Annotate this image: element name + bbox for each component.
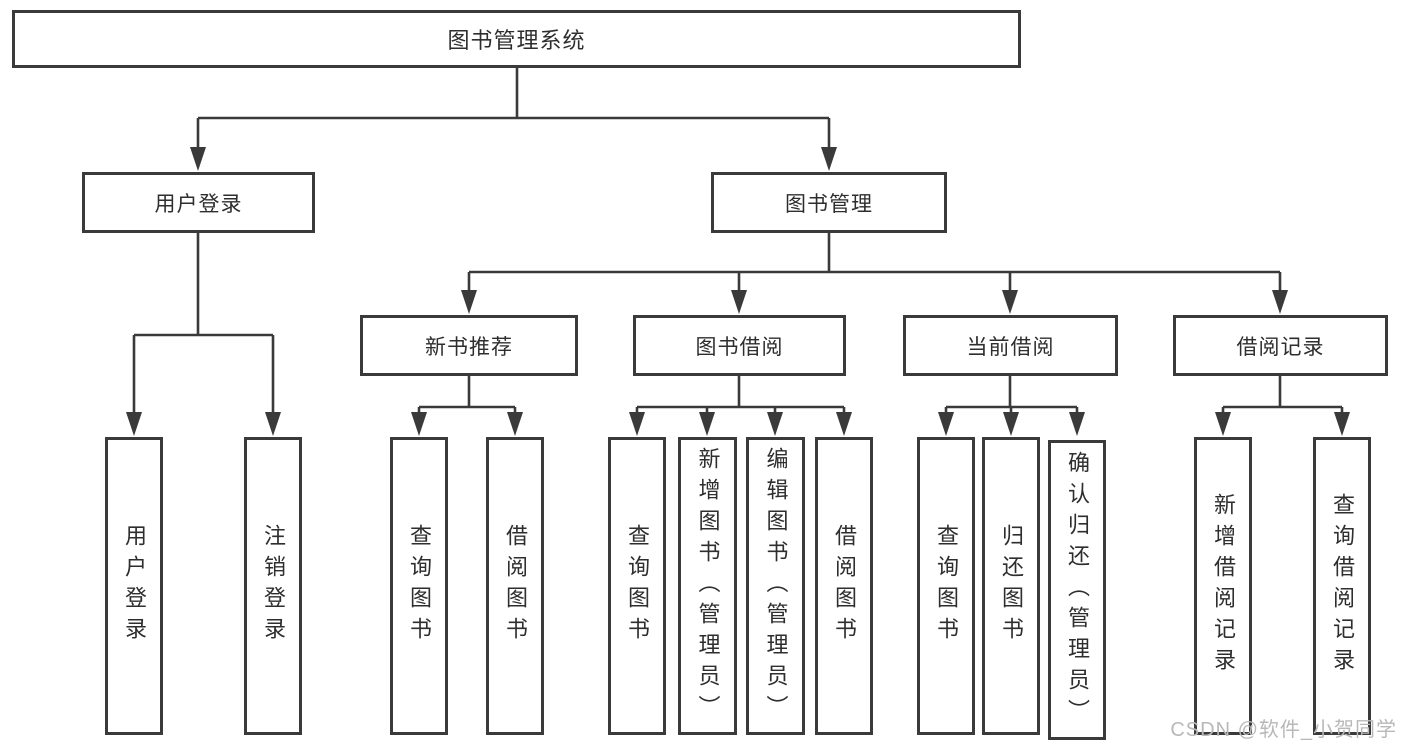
leaf-newbook-borrow-label: 借阅图书 [503,524,528,648]
arrowhead-borrow-record [1272,290,1288,314]
connector-book-borrow-children [635,375,846,417]
arrowhead-nb-borrow [507,412,523,436]
leaf-borrowrecord-add: 新增借阅记录 [1194,437,1252,735]
arrowhead-nb-query [411,412,427,436]
node-current-borrow-label: 当前借阅 [966,335,1055,359]
node-current-borrow: 当前借阅 [903,315,1118,376]
leaf-bookborrow-edit: 编辑图书（管理员） [746,437,805,735]
leaf-user-login: 用户登录 [105,437,163,735]
arrowhead-br-query [1334,412,1350,436]
arrowhead-current-borrow [1002,290,1018,314]
arrowhead-br-add [1215,412,1231,436]
leaf-newbook-borrow: 借阅图书 [486,437,544,735]
leaf-borrowrecord-query: 查询借阅记录 [1313,437,1371,735]
leaf-logout-label: 注销登录 [261,524,286,648]
node-borrow-record: 借阅记录 [1173,315,1388,376]
arrowhead-bb-edit [767,412,783,436]
node-new-book-label: 新书推荐 [425,335,513,359]
leaf-bookborrow-edit-label: 编辑图书（管理员） [763,446,789,726]
node-book-mgmt: 图书管理 [711,172,947,233]
csdn-watermark: CSDN @软件_小贺同学 [1170,719,1397,741]
node-user-login: 用户登录 [82,172,315,233]
arrowhead-leaf-logout [265,412,281,436]
arrowhead-bb-query [629,412,645,436]
node-new-book: 新书推荐 [360,315,578,376]
arrowhead-bb-borrow [836,412,852,436]
leaf-bookborrow-borrow-label: 借阅图书 [832,524,857,648]
connector-borrow-record-children [1221,375,1344,417]
arrowhead-user-login [190,147,206,171]
connector-user-login-children [132,232,275,417]
leaf-currentborrow-return: 归还图书 [982,437,1040,735]
leaf-currentborrow-confirm: 确认归还（管理员） [1048,440,1106,740]
leaf-currentborrow-confirm-label: 确认归还（管理员） [1065,450,1090,730]
connector-current-borrow-children [944,375,1079,417]
arrowhead-book-borrow [731,290,747,314]
leaf-newbook-query: 查询图书 [390,437,448,735]
arrowhead-cb-confirm [1069,412,1085,436]
node-root-library-system: 图书管理系统 [12,10,1021,68]
leaf-newbook-query-label: 查询图书 [407,524,432,648]
leaf-currentborrow-query: 查询图书 [917,437,975,735]
node-root-label: 图书管理系统 [447,28,586,53]
leaf-currentborrow-return-label: 归还图书 [999,524,1024,648]
connector-new-book-children [417,375,517,417]
node-borrow-record-label: 借阅记录 [1236,335,1325,359]
arrowhead-cb-return [1003,412,1019,436]
leaf-logout: 注销登录 [244,437,302,735]
leaf-bookborrow-borrow: 借阅图书 [815,437,873,735]
leaf-borrowrecord-add-label: 新增借阅记录 [1211,493,1236,679]
arrowhead-leaf-login [126,412,142,436]
leaf-user-login-label: 用户登录 [122,524,147,648]
connector-root-to-level2 [196,67,831,152]
arrowhead-bb-add [699,412,715,436]
leaf-borrowrecord-query-label: 查询借阅记录 [1330,493,1355,679]
connector-book-mgmt-children [467,232,1282,296]
arrowhead-new-book [461,290,477,314]
node-book-borrow-label: 图书借阅 [695,335,784,359]
node-book-mgmt-label: 图书管理 [785,192,873,216]
arrowhead-cb-query [938,412,954,436]
node-user-login-label: 用户登录 [154,192,243,216]
leaf-bookborrow-add: 新增图书（管理员） [678,437,737,735]
leaf-bookborrow-query: 查询图书 [608,437,666,735]
leaf-bookborrow-add-label: 新增图书（管理员） [695,446,721,726]
leaf-bookborrow-query-label: 查询图书 [625,524,650,648]
node-book-borrow: 图书借阅 [633,315,846,376]
leaf-currentborrow-query-label: 查询图书 [934,524,959,648]
arrowhead-book-mgmt [821,147,837,171]
